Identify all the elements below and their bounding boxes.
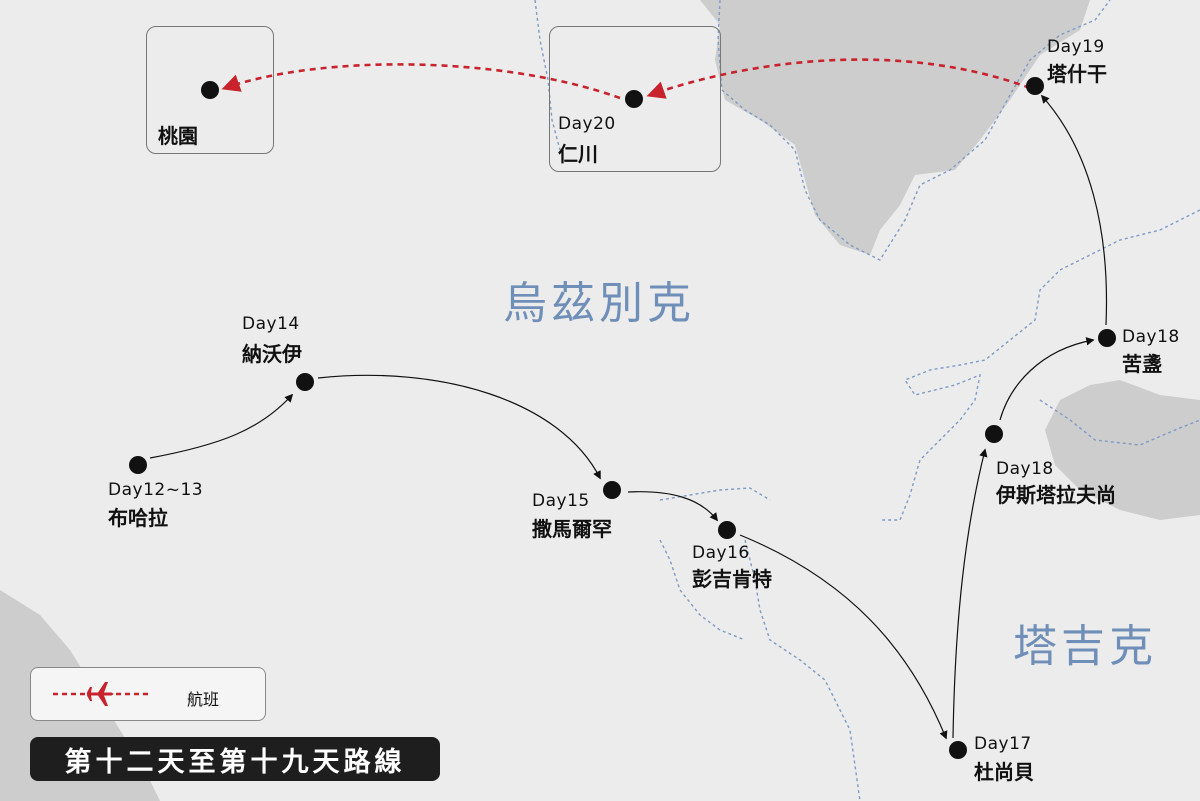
city-label-taoyuan: 桃園	[158, 124, 198, 148]
neighbor-region-north	[535, 0, 1090, 255]
city-label-istaravshan: 伊斯塔拉夫尚	[996, 483, 1116, 507]
country-label-tajikistan: 塔吉克	[1013, 621, 1157, 672]
stop-marker-dushanbe[interactable]	[949, 741, 967, 759]
legend-label-flight: 航班	[187, 690, 220, 709]
stop-marker-kokand[interactable]	[1098, 329, 1116, 347]
stop-marker-panjakent[interactable]	[718, 521, 736, 539]
route-navoi-samarkand	[317, 374, 601, 480]
day-label-istaravshan: Day18	[996, 459, 1054, 479]
city-label-panjakent: 彭吉肯特	[692, 567, 772, 591]
day-label-dushanbe: Day17	[974, 734, 1032, 754]
day-label-navoi: Day14	[242, 314, 300, 334]
city-label-tashkent: 塔什干	[1047, 62, 1107, 86]
map-legend: 航班	[30, 667, 266, 721]
city-label-navoi: 納沃伊	[242, 342, 302, 366]
day-label-samarkand: Day15	[532, 491, 590, 511]
border-line	[1039, 399, 1200, 446]
route-panjakent-dushanbe	[739, 534, 948, 740]
flight-legend-symbol	[53, 682, 149, 706]
stop-marker-navoi[interactable]	[296, 373, 314, 391]
city-label-bukhara: 布哈拉	[108, 506, 168, 530]
route-dushanbe-istaravshan	[952, 448, 988, 739]
route-samarkand-panjakent	[627, 491, 719, 522]
taoyuan-box	[146, 26, 274, 154]
day-label-incheon: Day20	[558, 114, 616, 134]
stop-marker-incheon[interactable]	[625, 90, 643, 108]
neighbor-region-east	[1045, 380, 1200, 520]
stop-marker-taoyuan[interactable]	[201, 81, 219, 99]
city-label-incheon: 仁川	[558, 142, 598, 166]
route-kokand-tashkent	[1040, 94, 1108, 326]
flight-incheon-taoyuan	[221, 63, 621, 100]
airplane-icon	[87, 682, 114, 706]
stop-marker-istaravshan[interactable]	[985, 425, 1003, 443]
stop-marker-tashkent[interactable]	[1026, 77, 1044, 95]
city-label-samarkand: 撒馬爾罕	[532, 517, 612, 541]
border-line	[717, 0, 1111, 261]
map-title: 第十二天至第十九天路線	[30, 737, 440, 781]
stop-marker-bukhara[interactable]	[129, 456, 147, 474]
stop-marker-samarkand[interactable]	[603, 481, 621, 499]
incheon-box	[549, 26, 721, 172]
route-istaravshan-kokand	[999, 337, 1095, 421]
day-label-panjakent: Day16	[692, 543, 750, 563]
city-label-dushanbe: 杜尚貝	[974, 760, 1034, 784]
border-line	[534, 0, 561, 151]
day-label-tashkent: Day19	[1047, 37, 1105, 57]
day-label-bukhara: Day12~13	[108, 480, 204, 500]
day-label-kokand: Day18	[1122, 327, 1180, 347]
flight-tashkent-incheon	[646, 58, 1031, 99]
route-bukhara-navoi	[149, 393, 294, 459]
city-label-kokand: 苦盞	[1122, 352, 1162, 376]
border-line	[744, 539, 861, 801]
country-label-uzbekistan: 烏茲別克	[503, 278, 695, 329]
border-line	[659, 539, 746, 641]
